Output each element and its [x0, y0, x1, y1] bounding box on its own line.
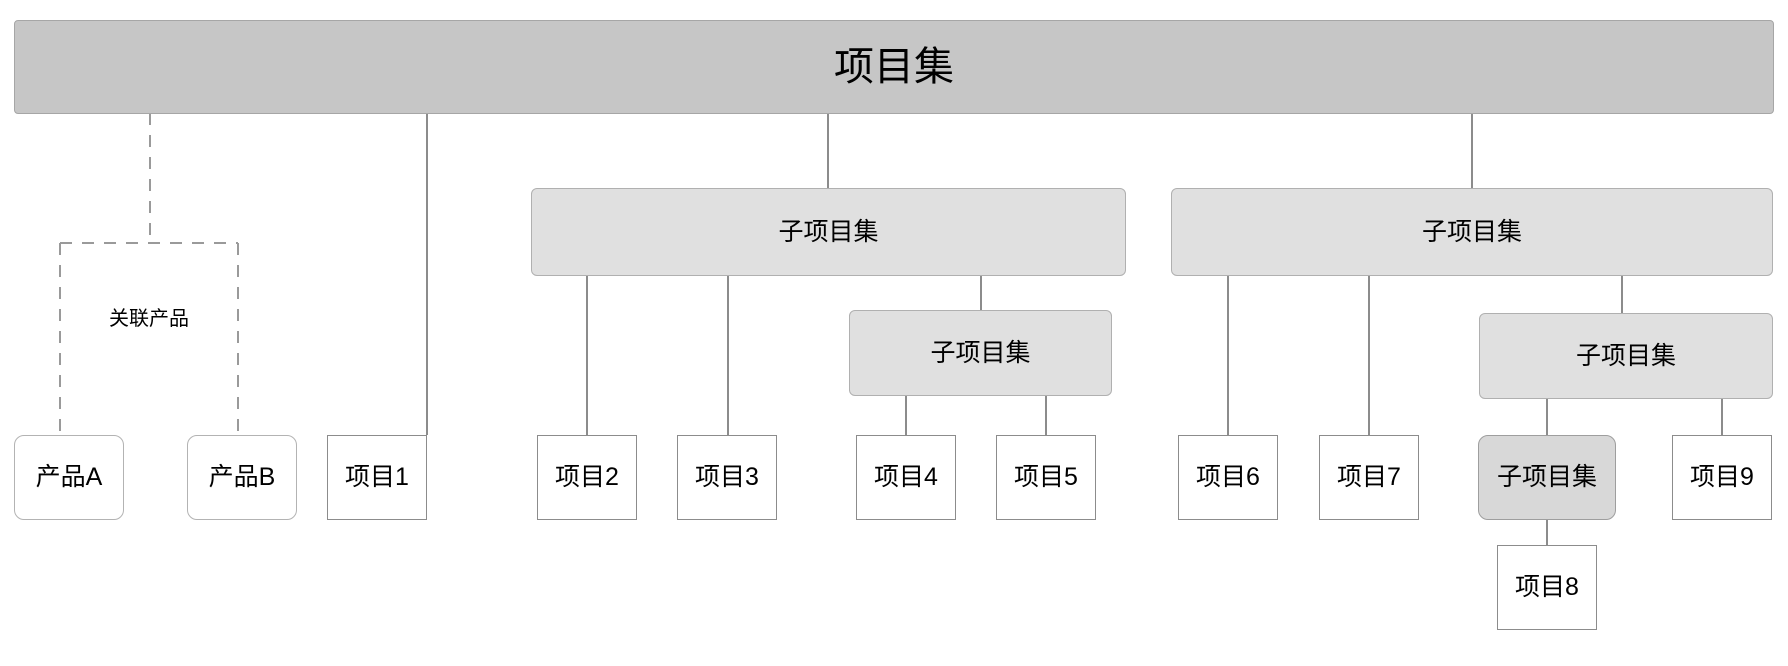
node-project-5-label: 项目5	[1014, 463, 1078, 492]
association-label: 关联产品	[60, 302, 238, 331]
node-subprogram-right-nested-label: 子项目集	[1575, 341, 1676, 370]
node-product-b[interactable]: 产品B	[187, 435, 297, 520]
node-project-4-label: 项目4	[874, 463, 938, 492]
node-product-b-label: 产品B	[208, 463, 276, 492]
association-label-text: 关联产品	[109, 308, 189, 330]
node-project-9[interactable]: 项目9	[1672, 435, 1772, 520]
node-subprogram-right-leaf[interactable]: 子项目集	[1478, 435, 1616, 520]
node-subprogram-right[interactable]: 子项目集	[1171, 188, 1773, 276]
node-project-7[interactable]: 项目7	[1319, 435, 1419, 520]
node-project-1[interactable]: 项目1	[327, 435, 427, 520]
node-product-a-label: 产品A	[35, 463, 103, 492]
node-subprogram-right-leaf-label: 子项目集	[1496, 463, 1597, 492]
node-project-6-label: 项目6	[1196, 463, 1260, 492]
node-project-8[interactable]: 项目8	[1497, 545, 1597, 630]
node-subprogram-mid-nested[interactable]: 子项目集	[849, 310, 1112, 396]
node-project-3-label: 项目3	[695, 463, 759, 492]
node-project-5[interactable]: 项目5	[996, 435, 1096, 520]
node-project-9-label: 项目9	[1690, 463, 1754, 492]
node-project-2-label: 项目2	[555, 463, 619, 492]
node-product-a[interactable]: 产品A	[14, 435, 124, 520]
node-subprogram-mid-label: 子项目集	[778, 217, 879, 246]
node-project-4[interactable]: 项目4	[856, 435, 956, 520]
node-project-6[interactable]: 项目6	[1178, 435, 1278, 520]
node-project-3[interactable]: 项目3	[677, 435, 777, 520]
node-subprogram-mid[interactable]: 子项目集	[531, 188, 1126, 276]
node-program[interactable]: 项目集	[14, 20, 1774, 114]
node-project-7-label: 项目7	[1337, 463, 1401, 492]
node-subprogram-mid-nested-label: 子项目集	[930, 338, 1031, 367]
node-subprogram-right-nested[interactable]: 子项目集	[1479, 313, 1773, 399]
node-project-1-label: 项目1	[345, 463, 409, 492]
node-program-label: 项目集	[834, 45, 954, 89]
node-subprogram-right-label: 子项目集	[1421, 217, 1522, 246]
node-project-2[interactable]: 项目2	[537, 435, 637, 520]
node-project-8-label: 项目8	[1515, 573, 1579, 602]
